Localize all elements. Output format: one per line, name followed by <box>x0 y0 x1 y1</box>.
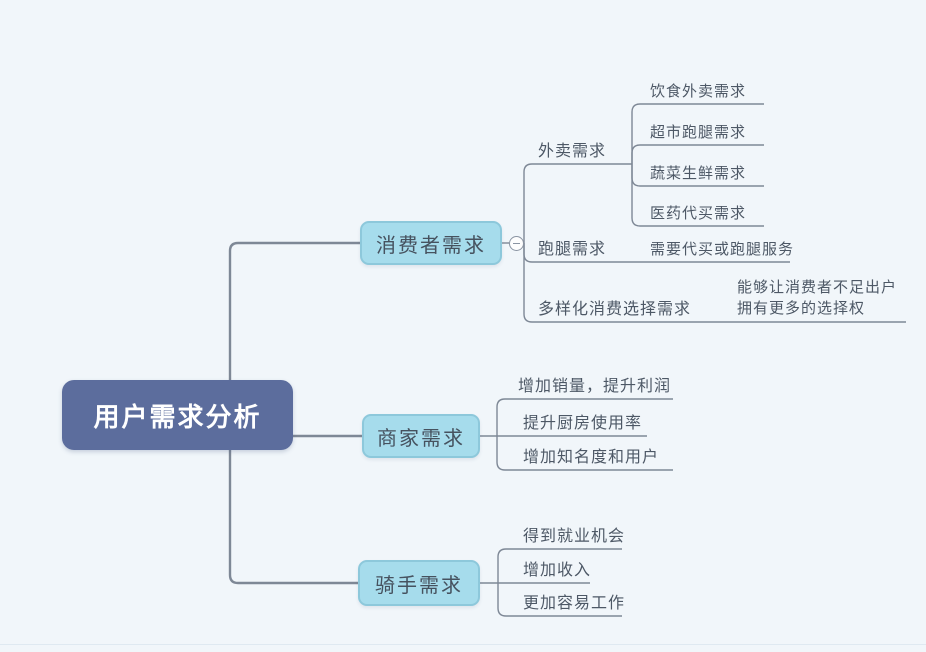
topic-supermarket-errand[interactable]: 超市跑腿需求 <box>650 123 747 141</box>
topic-errand-need[interactable]: 跑腿需求 <box>538 239 607 258</box>
topic-increase-income[interactable]: 增加收入 <box>523 560 592 579</box>
topic-variety-need[interactable]: 多样化消费选择需求 <box>538 299 692 318</box>
topic-variety-detail-line1: 能够让消费者不足出户 <box>737 278 898 296</box>
topic-increase-sales[interactable]: 增加销量，提升利润 <box>518 376 672 395</box>
topic-variety-detail-line2: 拥有更多的选择权 <box>737 299 866 317</box>
topic-fresh-produce[interactable]: 蔬菜生鲜需求 <box>650 164 747 182</box>
topic-takeout-need[interactable]: 外卖需求 <box>538 141 607 160</box>
topic-variety-detail[interactable]: 能够让消费者不足出户 拥有更多的选择权 <box>737 277 897 319</box>
link-root-rider <box>228 428 360 585</box>
link-consumer-takeout <box>523 163 632 243</box>
topic-brand-awareness[interactable]: 增加知名度和用户 <box>523 447 660 466</box>
topic-errand-detail[interactable]: 需要代买或跑腿服务 <box>650 240 795 258</box>
minus-icon <box>513 242 520 245</box>
topic-easier-work[interactable]: 更加容易工作 <box>523 593 626 612</box>
branch-node-consumer[interactable]: 消费者需求 <box>360 221 502 265</box>
branch-node-merchant[interactable]: 商家需求 <box>362 414 480 458</box>
topic-food-delivery[interactable]: 饮食外卖需求 <box>650 82 747 100</box>
topic-medicine-buying[interactable]: 医药代买需求 <box>650 204 747 222</box>
canvas-bottom-edge <box>0 644 926 645</box>
root-node[interactable]: 用户需求分析 <box>62 380 293 450</box>
topic-kitchen-usage[interactable]: 提升厨房使用率 <box>523 413 643 432</box>
topic-job-opportunity[interactable]: 得到就业机会 <box>523 526 626 545</box>
link-takeout-market <box>631 144 764 164</box>
collapse-icon[interactable] <box>509 236 524 251</box>
branch-node-rider[interactable]: 骑手需求 <box>358 560 480 606</box>
